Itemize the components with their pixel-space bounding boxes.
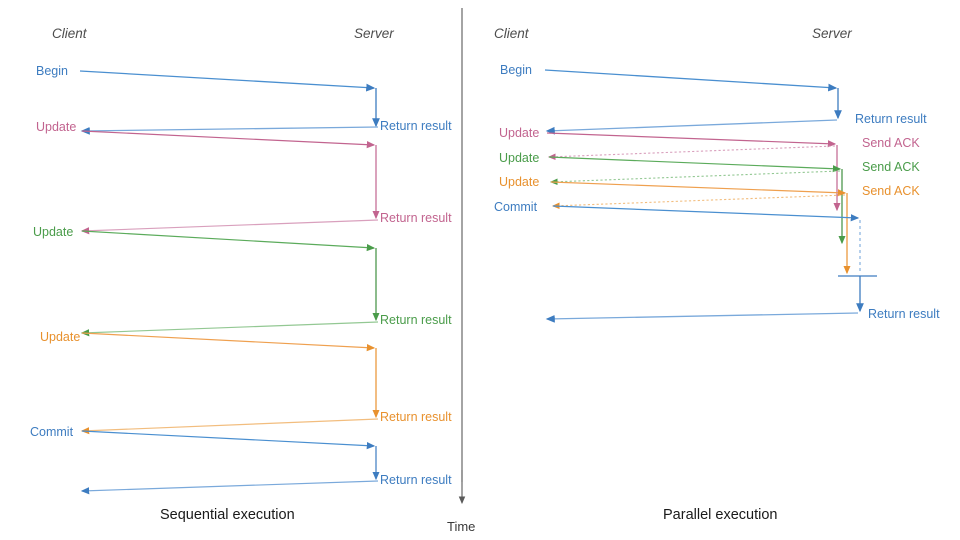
exchange-begin xyxy=(79,70,380,135)
exchange-update-3 xyxy=(80,332,380,435)
parallel-client-label: Client xyxy=(494,26,529,41)
parallel-client-msg-begin: Begin xyxy=(500,63,532,77)
sequential-server-label: Server xyxy=(354,26,394,41)
parallel-server-msg-ack-1: Send ACK xyxy=(862,136,920,150)
p-exchange-commit xyxy=(545,205,877,323)
parallel-server-msg-return-1: Return result xyxy=(855,112,927,126)
exchange-update-2 xyxy=(80,230,380,337)
parallel-server-msg-return-2: Return result xyxy=(868,307,940,321)
sequential-client-label: Client xyxy=(52,26,87,41)
parallel-server-label: Server xyxy=(812,26,852,41)
p-exchange-update-3 xyxy=(550,181,851,275)
sequential-client-msg-begin: Begin xyxy=(36,64,68,78)
parallel-caption: Parallel execution xyxy=(663,507,778,523)
p-exchange-update-1 xyxy=(546,132,841,212)
sequential-client-msg-update-3: Update xyxy=(40,330,81,344)
sequential-server-msg-2: Return result xyxy=(380,211,452,225)
parallel-client-msg-update-2: Update xyxy=(499,151,540,165)
sequential-panel-arrows xyxy=(79,70,380,495)
sequential-client-msg-update-1: Update xyxy=(36,120,77,134)
sequential-server-msg-1: Return result xyxy=(380,119,452,133)
exchange-commit xyxy=(80,430,380,495)
sequential-client-msg-commit: Commit xyxy=(30,425,74,439)
sequential-server-msg-5: Return result xyxy=(380,473,452,487)
sequential-server-msg-3: Return result xyxy=(380,313,452,327)
parallel-client-msg-update-3: Update xyxy=(499,175,540,189)
parallel-panel-arrows xyxy=(544,69,877,323)
exchange-update-1 xyxy=(80,130,380,235)
sequential-server-msg-4: Return result xyxy=(380,410,452,424)
parallel-client-msg-commit: Commit xyxy=(494,200,538,214)
parallel-server-msg-ack-2: Send ACK xyxy=(862,160,920,174)
p-exchange-begin xyxy=(544,69,842,135)
parallel-server-msg-ack-3: Send ACK xyxy=(862,184,920,198)
p-exchange-update-2 xyxy=(548,156,846,245)
parallel-client-msg-update-1: Update xyxy=(499,126,540,140)
sequential-caption: Sequential execution xyxy=(160,507,295,523)
sequential-client-msg-update-2: Update xyxy=(33,225,74,239)
time-axis-label: Time xyxy=(447,519,476,534)
